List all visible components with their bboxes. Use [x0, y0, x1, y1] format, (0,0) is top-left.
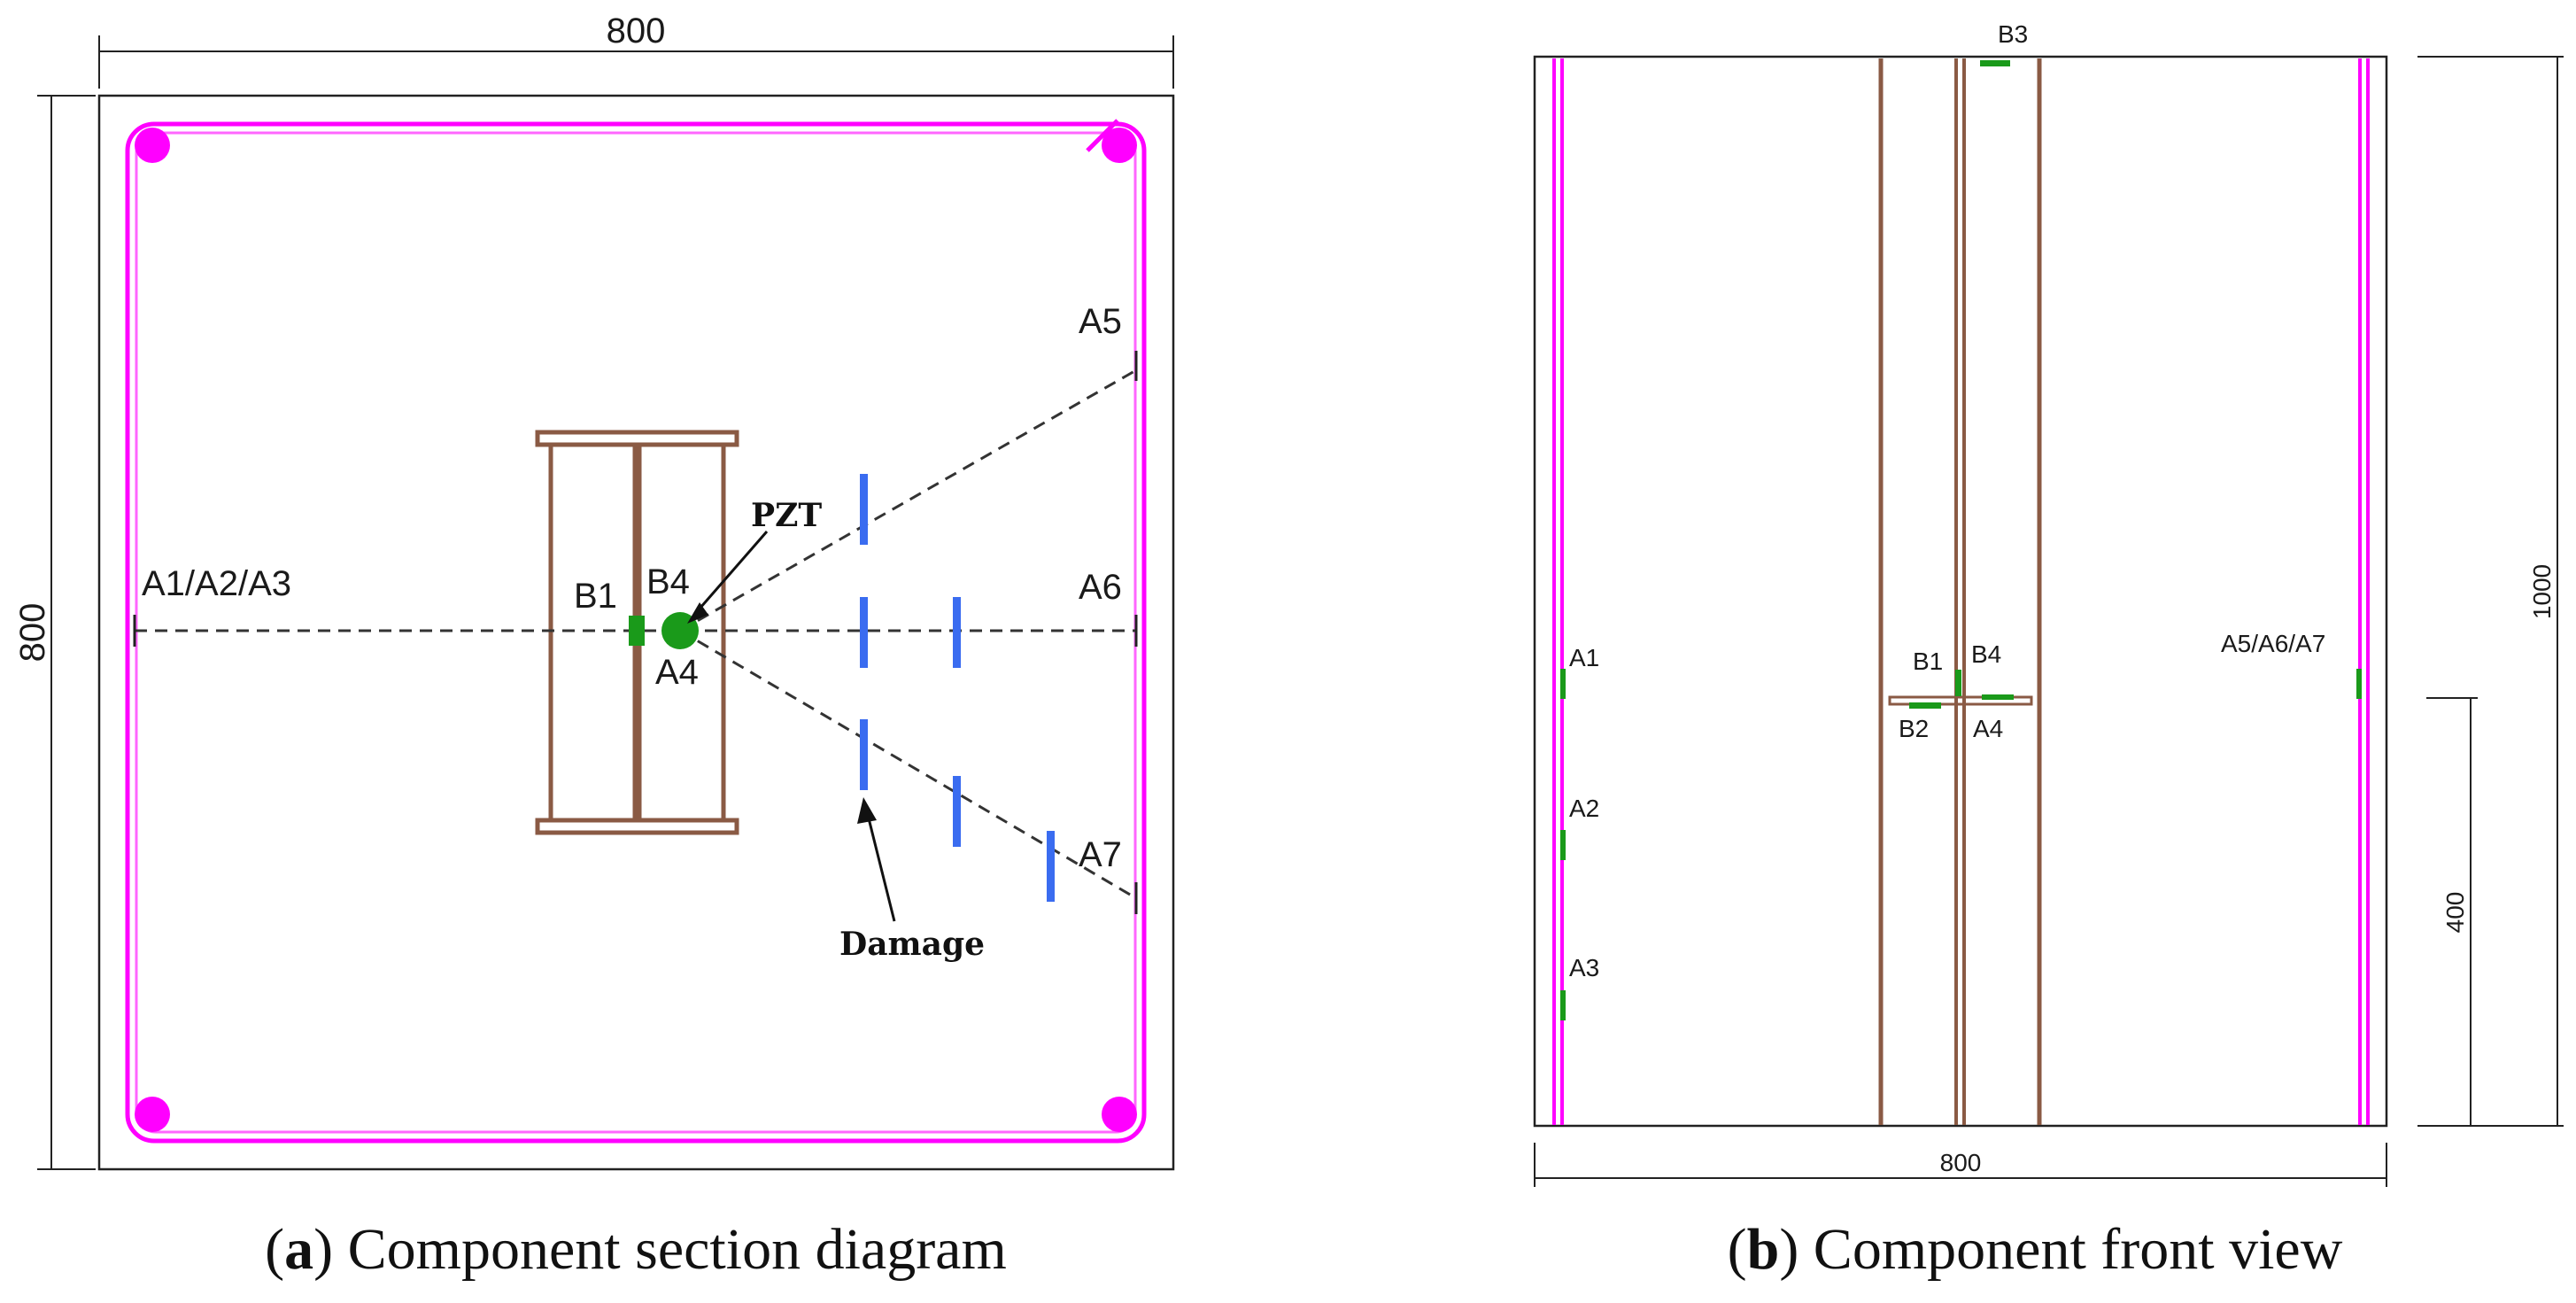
caption-a-letter: a	[284, 1217, 313, 1282]
path-a7	[679, 629, 1137, 900]
label-pzt: PZT	[751, 497, 822, 534]
dim-height-a-label: 800	[13, 603, 52, 663]
pzt-a4-front	[1982, 694, 2014, 700]
damage-mark-5	[953, 776, 961, 847]
panel-a-section-diagram: 800 800	[13, 12, 1175, 1282]
front-frame	[1533, 55, 2388, 1128]
rebar-right	[2358, 58, 2370, 1125]
label-a4-front: A4	[1973, 715, 2003, 742]
stirrup-outer	[125, 121, 1147, 1144]
dim-height-a: 800	[13, 95, 96, 1170]
label-b2: B2	[1899, 715, 1929, 742]
label-a123: A1/A2/A3	[142, 564, 291, 603]
pzt-b1	[629, 616, 645, 646]
path-a5	[679, 368, 1137, 632]
pzt-a2	[1560, 830, 1566, 860]
label-a3: A3	[1569, 954, 1599, 981]
corner-rebar-br	[1102, 1097, 1137, 1132]
label-a2: A2	[1569, 795, 1599, 822]
label-b4: B4	[646, 562, 690, 601]
pzt-arrow	[687, 531, 769, 624]
label-b1: B1	[574, 577, 617, 616]
caption-b: (b) Component front view	[1728, 1217, 2343, 1282]
pzt-b3	[1980, 60, 2010, 66]
damage-arrow	[857, 797, 896, 922]
label-a4: A4	[655, 653, 699, 692]
steel-i-section	[535, 430, 739, 835]
panel-b-front-view: B3 B1 B4 B2 A4 A1 A2 A3 A5/A6/A7 800 100…	[1533, 20, 2564, 1282]
label-a7: A7	[1079, 835, 1122, 874]
damage-mark-3	[953, 597, 961, 668]
dim-partial-b: 400	[2426, 697, 2478, 1126]
corner-rebar-tl	[135, 128, 170, 163]
caption-a-text: Component section diagram	[348, 1217, 1007, 1282]
damage-mark-4	[860, 719, 868, 790]
pzt-b1-front	[1955, 670, 1961, 696]
dim-width-a-label: 800	[607, 12, 666, 50]
label-b1-front: B1	[1913, 648, 1943, 675]
dim-width-b: 800	[1534, 1143, 2387, 1187]
pzt-a3	[1560, 990, 1566, 1020]
section-frame	[97, 94, 1175, 1171]
pzt-a1	[1560, 669, 1566, 699]
caption-b-text: Component front view	[1814, 1217, 2343, 1282]
label-b3: B3	[1998, 20, 2028, 48]
caption-b-letter: b	[1747, 1217, 1780, 1282]
damage-mark-6	[1047, 831, 1055, 902]
damage-mark-1	[860, 474, 868, 545]
dim-width-b-label: 800	[1940, 1149, 1982, 1176]
rebar-left	[1552, 58, 1564, 1125]
steel-cross-plate	[1888, 695, 2033, 706]
label-a5: A5	[1079, 302, 1122, 341]
pzt-b2	[1909, 702, 1941, 709]
caption-a: (a) Component section diagram	[265, 1217, 1007, 1282]
dim-partial-b-label: 400	[2441, 892, 2469, 934]
corner-rebar-bl	[135, 1097, 170, 1132]
damage-mark-2	[860, 597, 868, 668]
pzt-a567	[2356, 669, 2362, 699]
label-b4-front: B4	[1971, 640, 2001, 668]
dim-height-b: 1000	[2417, 56, 2564, 1127]
stirrup-hook	[1086, 119, 1119, 152]
label-damage: Damage	[839, 926, 985, 963]
label-a6: A6	[1079, 568, 1122, 607]
corner-rebar-tr	[1102, 128, 1137, 163]
dim-height-b-label: 1000	[2528, 564, 2556, 619]
label-a567: A5/A6/A7	[2221, 630, 2325, 657]
dim-width-a: 800	[98, 12, 1174, 89]
label-a1: A1	[1569, 644, 1599, 671]
